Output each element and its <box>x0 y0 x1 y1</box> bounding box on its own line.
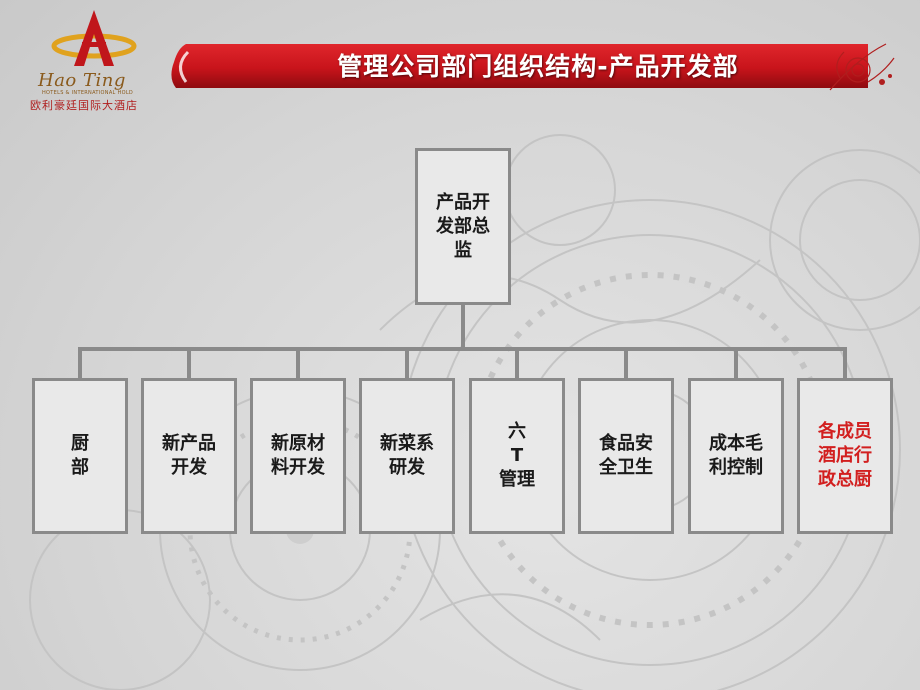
hotel-logo: Hao Ting HOTELS & INTERNATIONAL HOLD 欧利豪… <box>30 8 160 114</box>
org-child-box-new-cuisine: 新菜系 研发 <box>359 378 455 534</box>
org-child-label: 成本毛 利控制 <box>709 433 763 478</box>
org-child-label: 厨 部 <box>71 433 89 478</box>
org-child-label: 各成员 酒店行 政总厨 <box>818 421 872 490</box>
logo-subtext: HOTELS & INTERNATIONAL HOLD <box>42 90 134 96</box>
org-child-box-6t-management: 六 T 管理 <box>469 378 565 534</box>
org-child-box-new-product: 新产品 开发 <box>141 378 237 534</box>
org-child-box-new-materials: 新原材 料开发 <box>250 378 346 534</box>
org-child-box-kitchen: 厨 部 <box>32 378 128 534</box>
org-child-box-cost-control: 成本毛 利控制 <box>688 378 784 534</box>
banner-shape <box>171 43 895 91</box>
org-child-label: 新菜系 研发 <box>380 433 434 478</box>
org-child-label: 六 T 管理 <box>499 421 535 490</box>
logo-script-text: Hao Ting <box>38 70 126 91</box>
org-child-label: 新产品 开发 <box>162 433 216 478</box>
org-child-box-executive-chefs: 各成员 酒店行 政总厨 <box>797 378 893 534</box>
org-root-box: 产品开 发部总 监 <box>415 148 511 305</box>
org-child-label: 食品安 全卫生 <box>599 433 653 478</box>
org-child-label: 新原材 料开发 <box>271 433 325 478</box>
page-title: 管理公司部门组织结构-产品开发部 <box>337 52 739 81</box>
org-root-label: 产品开 发部总 监 <box>436 191 490 261</box>
org-child-box-food-safety: 食品安 全卫生 <box>578 378 674 534</box>
logo-emblem-icon <box>51 10 137 66</box>
title-banner: 管理公司部门组织结构-产品开发部 <box>168 38 920 96</box>
logo-chinese-name: 欧利豪廷国际大酒店 <box>30 99 138 112</box>
